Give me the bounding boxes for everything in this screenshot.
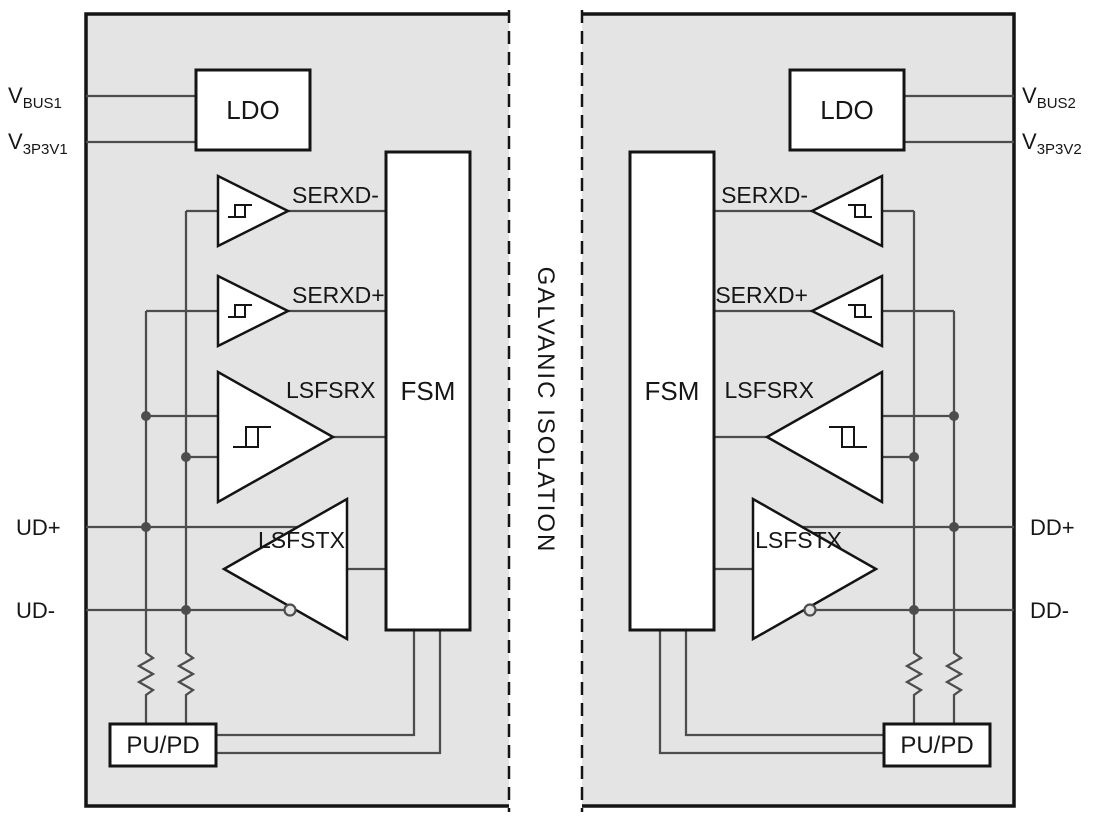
lsfsrx-receiver-right <box>764 369 884 505</box>
serxd-minus-buffer-right <box>809 173 884 249</box>
fsm-label-right: FSM <box>645 376 700 406</box>
schmitt-hysteresis-icon <box>848 304 872 318</box>
pupd-box-right <box>882 722 992 768</box>
pin-label-vbus1: VBUS1 <box>8 83 62 112</box>
fsm-box-right <box>628 150 716 632</box>
schmitt-hysteresis-icon <box>233 426 271 448</box>
serxd-plus-label-left: SERXD+ <box>292 282 385 308</box>
pin-v3p3v2-base: V <box>1022 129 1037 154</box>
ldo-box-left <box>194 68 312 152</box>
junction-dot <box>141 522 151 532</box>
isolation-label: GALVANIC ISOLATION <box>532 267 559 554</box>
inverter-bubble-icon <box>283 603 297 617</box>
left-side: LDO FSM PU/PD SERXD- SERXD+ LSFSRX <box>8 68 472 768</box>
junction-dot <box>949 522 959 532</box>
fsm-label-left: FSM <box>401 376 456 406</box>
wire <box>216 630 442 755</box>
pin-v3p3v1-base: V <box>8 129 23 154</box>
pin-label-udp: UD+ <box>16 515 61 540</box>
pin-label-vbus2: VBUS2 <box>1022 83 1076 112</box>
schmitt-hysteresis-icon <box>848 204 872 218</box>
fsm-box-left <box>384 150 472 632</box>
pin-label-udm: UD- <box>16 598 55 623</box>
wire <box>684 630 884 737</box>
pupd-label-left: PU/PD <box>126 732 199 759</box>
pin-vbus1-base: V <box>8 83 23 108</box>
lsfstx-driver-right <box>751 496 879 642</box>
wire <box>216 630 416 737</box>
pullup-resistor <box>176 648 196 700</box>
ldo-box-right <box>788 68 906 152</box>
ldo-label-right: LDO <box>820 95 873 125</box>
pin-v3p3v2-sub: 3P3V2 <box>1037 141 1082 158</box>
pin-label-v3p3v1: V3P3V1 <box>8 129 68 158</box>
right-wiring <box>658 94 1014 755</box>
junction-dot <box>949 411 959 421</box>
junction-dot <box>909 452 919 462</box>
right-side: LDO FSM PU/PD SERXD- SERXD+ LSFSRX <box>628 68 1082 768</box>
lsfstx-driver-left <box>221 496 349 642</box>
wire <box>658 630 884 755</box>
pullup-resistor <box>944 648 964 700</box>
junction-dot <box>181 452 191 462</box>
junction-dot <box>141 411 151 421</box>
isolation-strip <box>509 10 582 812</box>
pin-label-ddp: DD+ <box>1030 515 1075 540</box>
junction-dot <box>909 605 919 615</box>
left-wiring <box>86 94 442 755</box>
pin-v3p3v1-sub: 3P3V1 <box>23 141 68 158</box>
schmitt-hysteresis-icon <box>829 426 867 448</box>
lsfstx-label-right: LSFSTX <box>755 527 842 553</box>
pin-vbus2-sub: BUS2 <box>1037 95 1076 112</box>
lsfsrx-label-right: LSFSRX <box>725 377 814 403</box>
pin-vbus2-base: V <box>1022 83 1037 108</box>
schmitt-hysteresis-icon <box>228 304 252 318</box>
pin-vbus1-sub: BUS1 <box>23 95 62 112</box>
pullup-resistor <box>904 648 924 700</box>
lsfstx-label-left: LSFSTX <box>258 527 345 553</box>
lsfsrx-receiver-left <box>216 369 336 505</box>
pullup-resistor <box>136 648 156 700</box>
serxd-plus-buffer-right <box>809 273 884 349</box>
junction-dot <box>181 605 191 615</box>
schmitt-hysteresis-icon <box>228 204 252 218</box>
inverter-bubble-icon <box>803 603 817 617</box>
serxd-plus-label-right: SERXD+ <box>715 282 808 308</box>
galvanic-isolation-barrier: GALVANIC ISOLATION <box>507 10 584 812</box>
pin-label-v3p3v2: V3P3V2 <box>1022 129 1082 158</box>
serxd-minus-buffer-left <box>216 173 291 249</box>
pupd-box-left <box>108 722 218 768</box>
lsfsrx-label-left: LSFSRX <box>286 377 375 403</box>
pin-label-ddm: DD- <box>1030 598 1069 623</box>
serxd-plus-buffer-left <box>216 273 291 349</box>
serxd-minus-label-left: SERXD- <box>292 182 379 208</box>
pupd-label-right: PU/PD <box>900 732 973 759</box>
serxd-minus-label-right: SERXD- <box>721 182 808 208</box>
ldo-label-left: LDO <box>226 95 279 125</box>
